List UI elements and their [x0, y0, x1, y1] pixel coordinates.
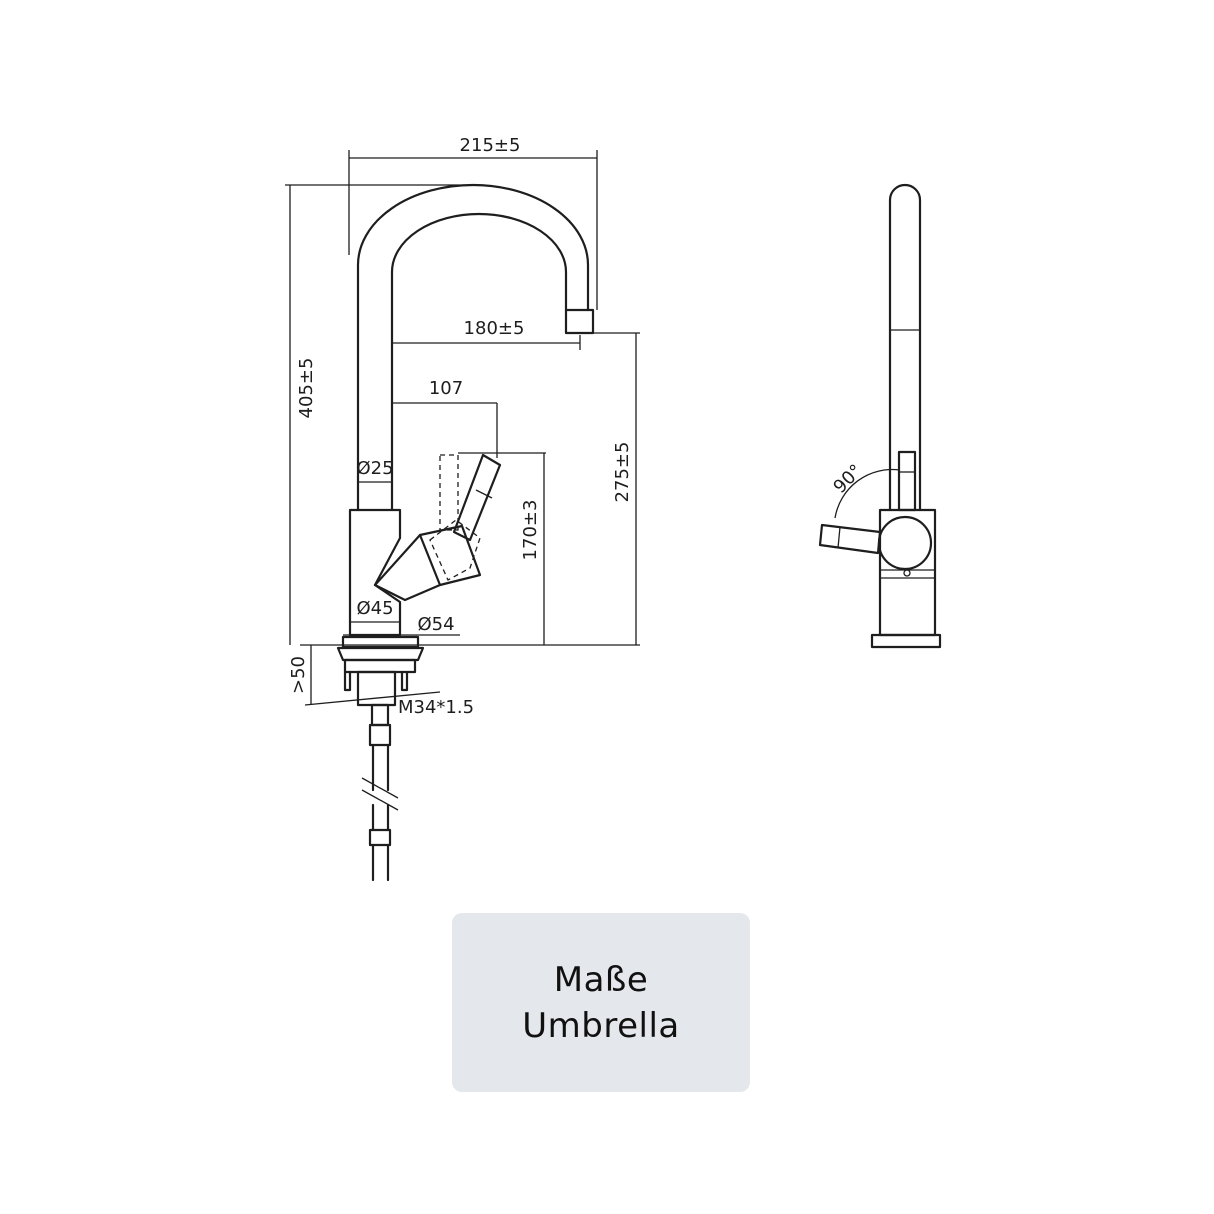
dim-total-height: 405±5: [296, 358, 317, 419]
dim-mount-depth: >50: [288, 656, 309, 694]
hose-lines-upper: [371, 743, 390, 792]
break-symbol: [361, 777, 399, 811]
mounting-nut: [343, 658, 417, 674]
lever-rotated: [452, 453, 502, 542]
cartridge-rotated-dashed: [429, 519, 481, 581]
side-spout-tube: [888, 183, 922, 512]
spout-inner-outline: [390, 212, 568, 512]
mounting-stud-right: [400, 670, 409, 692]
threaded-shank: [356, 670, 397, 707]
lever-vertical-dashed: [439, 454, 459, 531]
dim-outlet-height: 275±5: [612, 442, 633, 503]
dim-tube-diameter: Ø25: [356, 458, 393, 479]
dimension-labels: 215±5 180±5 107 405±5 275±5 170±3 Ø25 Ø4…: [288, 135, 867, 718]
dim-spout-reach: 180±5: [464, 318, 525, 339]
dim-thread: M34*1.5: [398, 697, 474, 718]
mounting-stud-left: [343, 670, 352, 692]
dim-base-diameter: Ø54: [417, 614, 454, 635]
dim-total-width: 215±5: [460, 135, 521, 156]
side-screw: [903, 569, 911, 577]
dimension-lines: [285, 150, 640, 706]
dim-body-diameter: Ø45: [356, 598, 393, 619]
lever-rotated-grip-line: [475, 489, 493, 499]
side-lever-horizontal-grip: [837, 526, 841, 549]
hose-connector-top: [370, 703, 390, 727]
side-base: [870, 633, 942, 649]
hose-lines-lower: [371, 803, 390, 832]
hose-nut-bottom: [368, 828, 392, 847]
caption-title: Maße: [553, 959, 649, 1000]
caption-box: Maße Umbrella: [452, 913, 750, 1092]
base-washer: [336, 646, 425, 662]
side-view: [818, 183, 942, 649]
hose-end: [371, 843, 390, 882]
dim-handle-offset: 107: [429, 378, 463, 399]
spout-tip: [564, 308, 595, 335]
side-angle-arc: [834, 468, 901, 519]
caption-product-name: Umbrella: [522, 1005, 680, 1046]
cartridge-band: [418, 533, 442, 587]
dim-handle-height: 170±3: [520, 500, 541, 561]
front-view: [300, 183, 595, 882]
side-lever-vertical: [897, 450, 917, 512]
side-cartridge-circle: [877, 515, 933, 571]
side-lever-horizontal: [818, 523, 882, 555]
spout-outer-outline: [356, 183, 590, 512]
hose-nut-top: [368, 723, 392, 747]
